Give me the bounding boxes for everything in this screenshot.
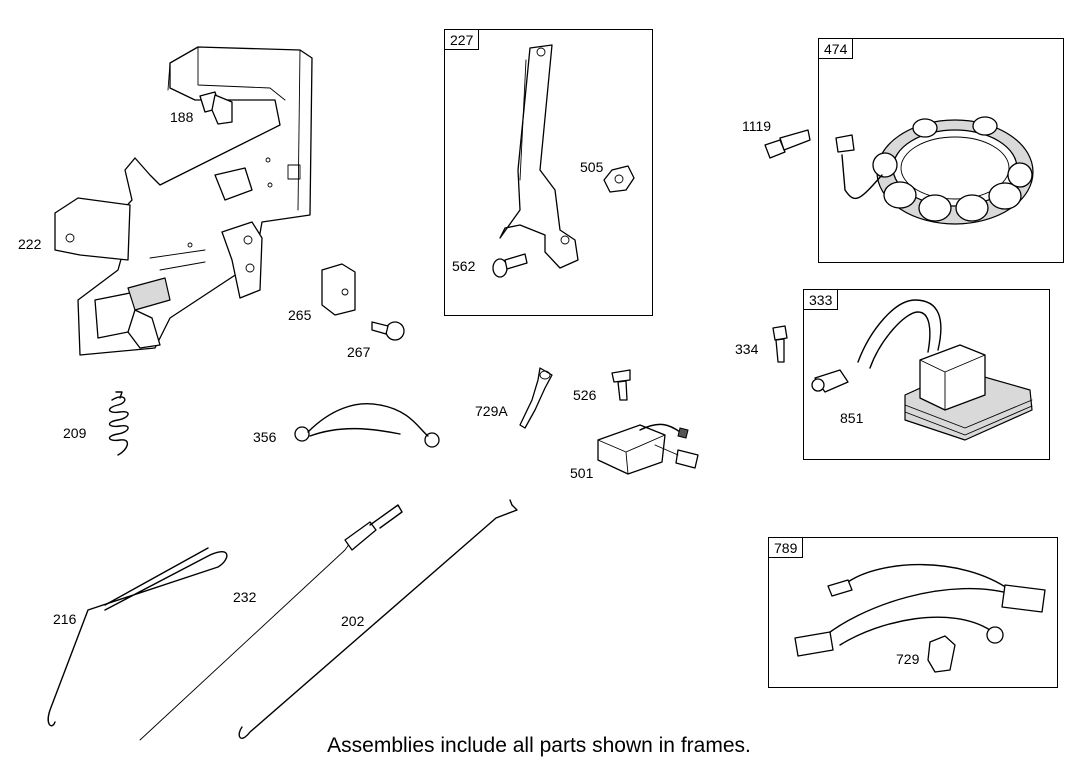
bolt-188-drawing	[199, 91, 233, 125]
frames-caption: Assemblies include all parts shown in fr…	[327, 734, 751, 757]
frame-789: 789	[768, 537, 1058, 688]
part-label-562: 562	[452, 258, 476, 274]
part-label-334: 334	[735, 341, 759, 357]
module-501-drawing	[597, 423, 699, 475]
harness-789-drawing	[794, 563, 1046, 673]
lever-227-drawing	[499, 44, 579, 269]
screw-334-drawing	[772, 325, 788, 363]
part-label-232: 232	[233, 589, 257, 605]
spring-209-drawing	[108, 391, 129, 456]
part-label-501: 501	[570, 465, 594, 481]
frame-333-tag: 333	[804, 290, 839, 310]
frame-333: 333	[803, 289, 1050, 460]
part-label-505: 505	[580, 159, 604, 175]
frame-474: 474	[818, 38, 1064, 263]
part-label-209: 209	[63, 425, 87, 441]
part-label-1119: 1119	[742, 118, 772, 134]
screw-267-drawing	[371, 321, 405, 341]
wire-356-drawing	[294, 403, 440, 448]
cable-232-drawing	[139, 504, 403, 741]
part-label-526: 526	[573, 387, 597, 403]
nut-505-drawing	[603, 165, 635, 193]
bolt-1119-drawing	[764, 129, 811, 159]
part-label-222: 222	[18, 236, 42, 252]
part-label-202: 202	[341, 613, 365, 629]
alternator-474-drawing	[835, 116, 1034, 225]
clip-265-drawing	[321, 263, 356, 316]
tie-729a-drawing	[519, 367, 553, 429]
frame-227: 227	[444, 29, 653, 316]
frame-227-tag: 227	[445, 30, 480, 50]
screw-526-drawing	[611, 369, 631, 401]
part-label-729: 729	[896, 651, 920, 667]
part-label-265: 265	[288, 307, 312, 323]
screw-562-drawing	[492, 253, 528, 278]
part-label-267: 267	[347, 344, 371, 360]
frame-474-tag: 474	[819, 39, 854, 59]
part-label-216: 216	[53, 611, 77, 627]
part-label-188: 188	[170, 109, 194, 125]
part-label-729a: 729A	[475, 403, 508, 419]
rod-216-drawing	[47, 547, 228, 727]
control-bracket-drawing	[54, 46, 313, 356]
part-label-356: 356	[253, 429, 277, 445]
coil-333-drawing	[811, 299, 1033, 441]
part-label-851: 851	[840, 410, 864, 426]
rod-202-drawing	[238, 499, 518, 739]
frame-789-tag: 789	[769, 538, 804, 558]
